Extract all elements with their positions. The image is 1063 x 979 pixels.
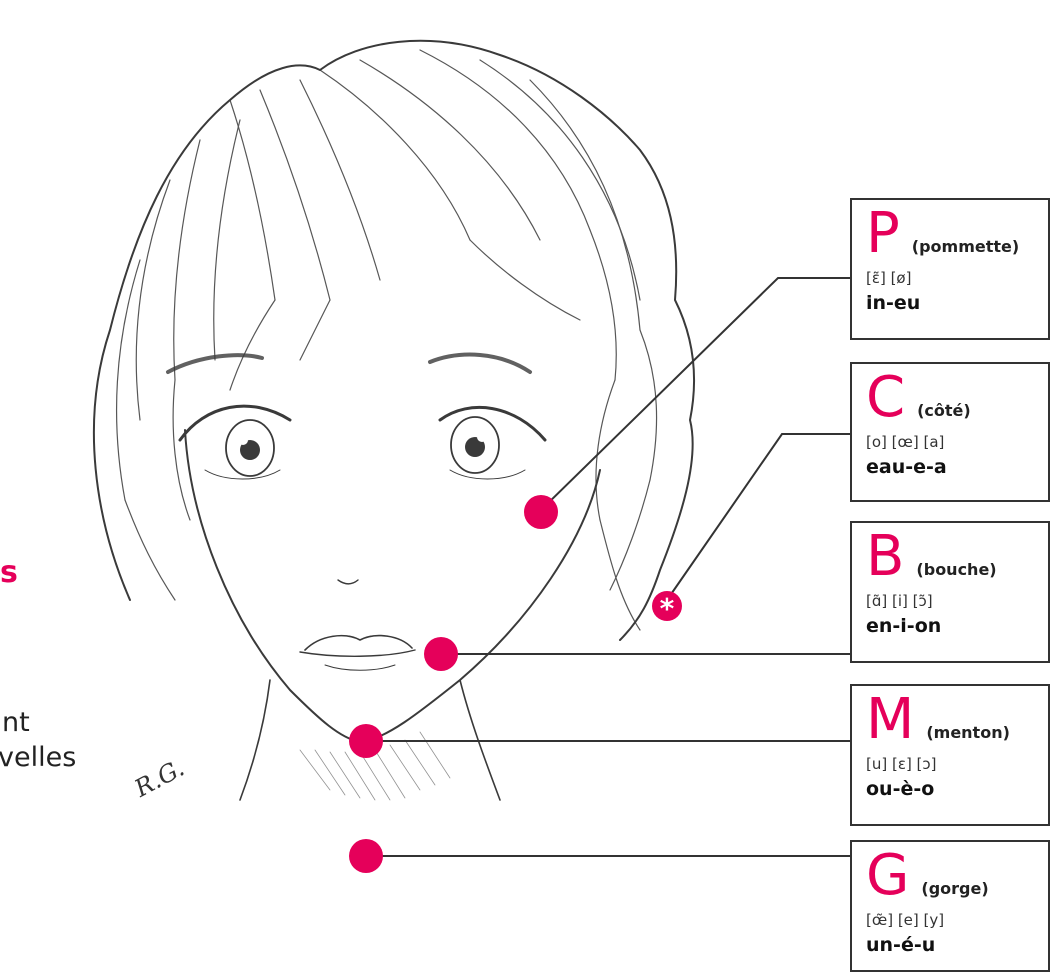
marker-bouche <box>424 637 458 671</box>
card-vowels: in-eu <box>866 292 921 314</box>
mouth-line <box>299 649 416 657</box>
card-letter: M <box>866 687 915 752</box>
marker-pommette <box>524 495 558 529</box>
card-head: G (gorge) <box>866 843 1034 908</box>
card-letter: C <box>866 365 906 430</box>
left-highlight <box>238 435 248 445</box>
card-head: C (côté) <box>866 365 1034 430</box>
card-head: P (pommette) <box>866 201 1034 266</box>
right-highlight <box>477 432 487 442</box>
card-vowels: eau-e-a <box>866 456 947 478</box>
card-phonetics: [ɑ̃] [i] [ɔ̃] <box>866 592 933 610</box>
left-accent-text: s <box>0 555 18 590</box>
card-vowels: ou-è-o <box>866 778 935 800</box>
card-word: (gorge) <box>921 879 989 898</box>
card-bouche: B (bouche) [ɑ̃] [i] [ɔ̃] en-i-on <box>850 521 1050 663</box>
right-eye-lid <box>438 406 547 442</box>
hair-outline <box>92 39 695 641</box>
right-eye-lower <box>449 469 526 480</box>
left-text-line-2: velles <box>0 742 77 773</box>
card-cote: C (côté) [o] [œ] [a] eau-e-a <box>850 362 1050 502</box>
neck-shadow <box>299 731 451 801</box>
right-pupil <box>465 437 485 457</box>
asterisk-icon: * <box>660 592 675 625</box>
card-letter: G <box>866 843 910 908</box>
right-iris <box>450 416 500 474</box>
card-head: B (bouche) <box>866 524 1034 589</box>
neck-left <box>239 679 271 801</box>
card-phonetics: [ɛ̃] [ø] <box>866 269 912 287</box>
connector-cote <box>666 433 850 601</box>
card-word: (pommette) <box>911 237 1020 256</box>
face-contour <box>184 429 601 743</box>
left-pupil <box>240 440 260 460</box>
marker-menton <box>349 724 383 758</box>
marker-cote <box>652 591 682 621</box>
card-menton: M (menton) [u] [ɛ] [ɔ] ou-è-o <box>850 684 1050 826</box>
left-eyebrow <box>166 353 264 374</box>
nose <box>337 579 359 585</box>
card-phonetics: [o] [œ] [a] <box>866 433 945 451</box>
card-word: (menton) <box>926 723 1010 742</box>
left-text-line-1: nt <box>2 707 30 738</box>
lower-lip <box>324 664 396 671</box>
card-head: M (menton) <box>866 687 1034 752</box>
card-phonetics: [œ̃] [e] [y] <box>866 911 945 929</box>
card-word: (côté) <box>917 401 971 420</box>
connector-pommette <box>540 277 850 511</box>
upper-lip <box>304 634 413 651</box>
hair-strands <box>115 49 658 631</box>
card-vowels: un-é-u <box>866 934 936 956</box>
marker-gorge <box>349 839 383 873</box>
card-pommette: P (pommette) [ɛ̃] [ø] in-eu <box>850 198 1050 340</box>
card-vowels: en-i-on <box>866 615 942 637</box>
right-eyebrow <box>428 352 532 374</box>
card-word: (bouche) <box>916 560 997 579</box>
left-iris <box>225 419 275 477</box>
card-letter: P <box>866 201 900 266</box>
left-eye-lid <box>178 404 292 442</box>
card-letter: B <box>866 524 905 589</box>
card-phonetics: [u] [ɛ] [ɔ] <box>866 755 937 773</box>
card-gorge: G (gorge) [œ̃] [e] [y] un-é-u <box>850 840 1050 972</box>
left-eye-lower <box>204 469 281 480</box>
